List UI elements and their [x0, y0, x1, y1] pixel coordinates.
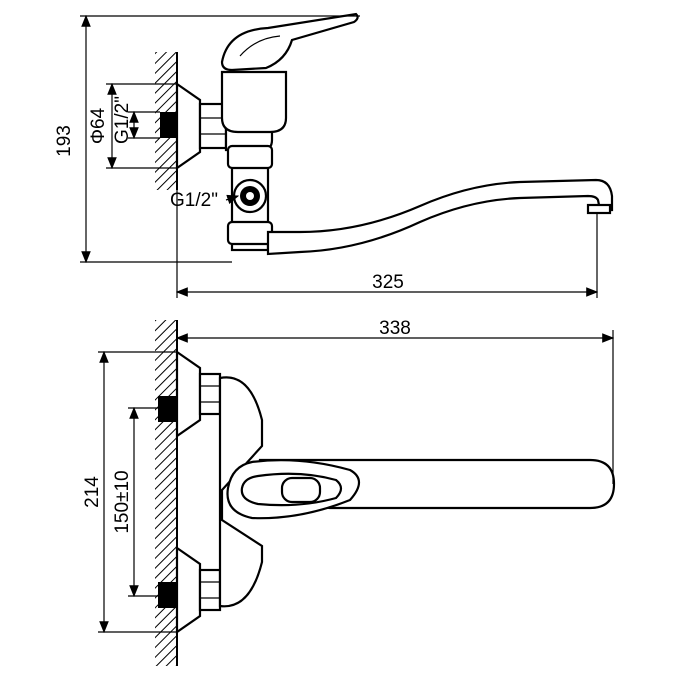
flange-upper — [175, 349, 202, 439]
dim-text-214: 214 — [82, 476, 103, 508]
lever-grip-window — [280, 476, 322, 504]
front-view: 338 214 150±10 — [82, 318, 616, 666]
lower-nut-side — [226, 220, 274, 246]
dim-text-338: 338 — [379, 318, 411, 339]
cartridge-housing — [220, 70, 288, 134]
pipe-stub-upper — [158, 396, 177, 422]
side-view: 193 Φ64 G1/2" G1/2" 325 — [54, 12, 614, 298]
dim-text-150: 150±10 — [112, 470, 133, 533]
dim-text-325: 325 — [372, 272, 404, 293]
dim-text-193: 193 — [54, 125, 75, 157]
diverter-center — [246, 192, 254, 200]
lever-handle-side — [220, 12, 359, 72]
pipe-stub-lower — [158, 582, 177, 608]
pipe-stub-side — [160, 112, 177, 138]
nut-upper — [198, 372, 222, 416]
flange-side — [175, 81, 202, 171]
spout-side — [266, 178, 614, 256]
mixer-body-front — [218, 376, 264, 608]
aerator — [586, 203, 612, 215]
upper-nut-side — [226, 144, 274, 170]
flange-lower — [175, 545, 202, 635]
leader-g12-side — [225, 194, 240, 204]
dim-text-g12-top: G1/2" — [112, 96, 133, 144]
nut-lower — [198, 568, 222, 612]
dim-text-phi64: Φ64 — [88, 107, 109, 144]
wall-hatch-bottom — [155, 320, 177, 666]
dim-text-g12-side: G1/2" — [170, 190, 218, 211]
